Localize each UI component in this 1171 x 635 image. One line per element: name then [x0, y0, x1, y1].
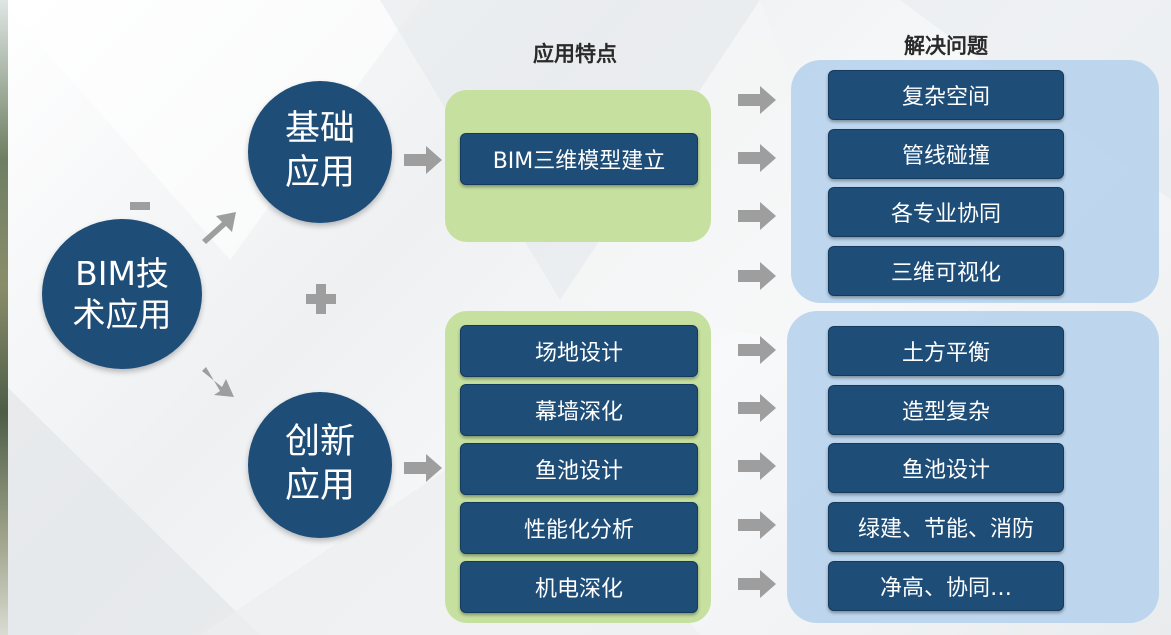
problem-label: 复杂空间 — [901, 85, 990, 110]
problem-label: 三维可视化 — [890, 261, 1001, 286]
feature-label: 性能化分析 — [523, 518, 634, 543]
left-edge-photo-strip — [0, 0, 8, 635]
basic-application-node: 基础 应用 — [248, 81, 392, 223]
problem-box: 造型复杂 — [828, 385, 1064, 435]
arrow-right-icon — [738, 86, 778, 114]
problem-box: 绿建、节能、消防 — [828, 502, 1064, 552]
arrow-right-icon — [738, 511, 778, 539]
feature-box: 场地设计 — [460, 325, 698, 377]
problem-label: 鱼池设计 — [901, 458, 990, 483]
features-header: 应用特点 — [533, 42, 617, 66]
feature-label: 机电深化 — [534, 577, 623, 602]
feature-box: 幕墙深化 — [460, 384, 698, 436]
problem-box: 净高、协同… — [828, 561, 1064, 611]
arrow-right-icon — [738, 452, 778, 480]
innovative-application-label: 创新 应用 — [284, 422, 355, 506]
arrow-down-right-icon — [198, 365, 238, 401]
arrow-right-icon — [738, 394, 778, 422]
feature-box: 性能化分析 — [460, 502, 698, 554]
arrow-right-icon — [404, 454, 444, 482]
arrow-right-icon — [738, 144, 778, 172]
problem-label: 造型复杂 — [901, 400, 990, 425]
feature-label: 场地设计 — [534, 341, 623, 366]
bim-technology-node: BIM技 术应用 — [42, 219, 202, 369]
basic-application-label: 基础 应用 — [284, 109, 355, 193]
feature-label: BIM三维模型建立 — [492, 149, 666, 174]
arrow-right-icon — [404, 146, 444, 174]
feature-box: 鱼池设计 — [460, 443, 698, 495]
bim-technology-label: BIM技 术应用 — [72, 253, 172, 334]
feature-box: 机电深化 — [460, 561, 698, 613]
problem-box: 各专业协同 — [828, 187, 1064, 237]
arrow-up-right-icon — [198, 210, 238, 246]
problem-box: 复杂空间 — [828, 70, 1064, 120]
feature-label: 幕墙深化 — [534, 400, 623, 425]
problem-box: 土方平衡 — [828, 326, 1064, 376]
arrow-right-icon — [738, 336, 778, 364]
problems-header: 解决问题 — [904, 34, 988, 58]
small-dash-icon — [130, 198, 150, 214]
problem-label: 净高、协同… — [879, 576, 1012, 601]
feature-label: 鱼池设计 — [534, 459, 623, 484]
problem-label: 土方平衡 — [901, 341, 990, 366]
problem-label: 各专业协同 — [890, 202, 1001, 227]
problem-label: 绿建、节能、消防 — [857, 517, 1034, 542]
feature-bim-model-box: BIM三维模型建立 — [460, 133, 698, 185]
arrow-right-icon — [738, 202, 778, 230]
problem-label: 管线碰撞 — [901, 144, 990, 169]
problem-box: 鱼池设计 — [828, 443, 1064, 493]
arrow-right-icon — [738, 262, 778, 290]
problem-box: 管线碰撞 — [828, 129, 1064, 179]
plus-icon — [304, 282, 338, 316]
arrow-right-icon — [738, 570, 778, 598]
problem-box: 三维可视化 — [828, 246, 1064, 296]
innovative-application-node: 创新 应用 — [248, 392, 392, 538]
